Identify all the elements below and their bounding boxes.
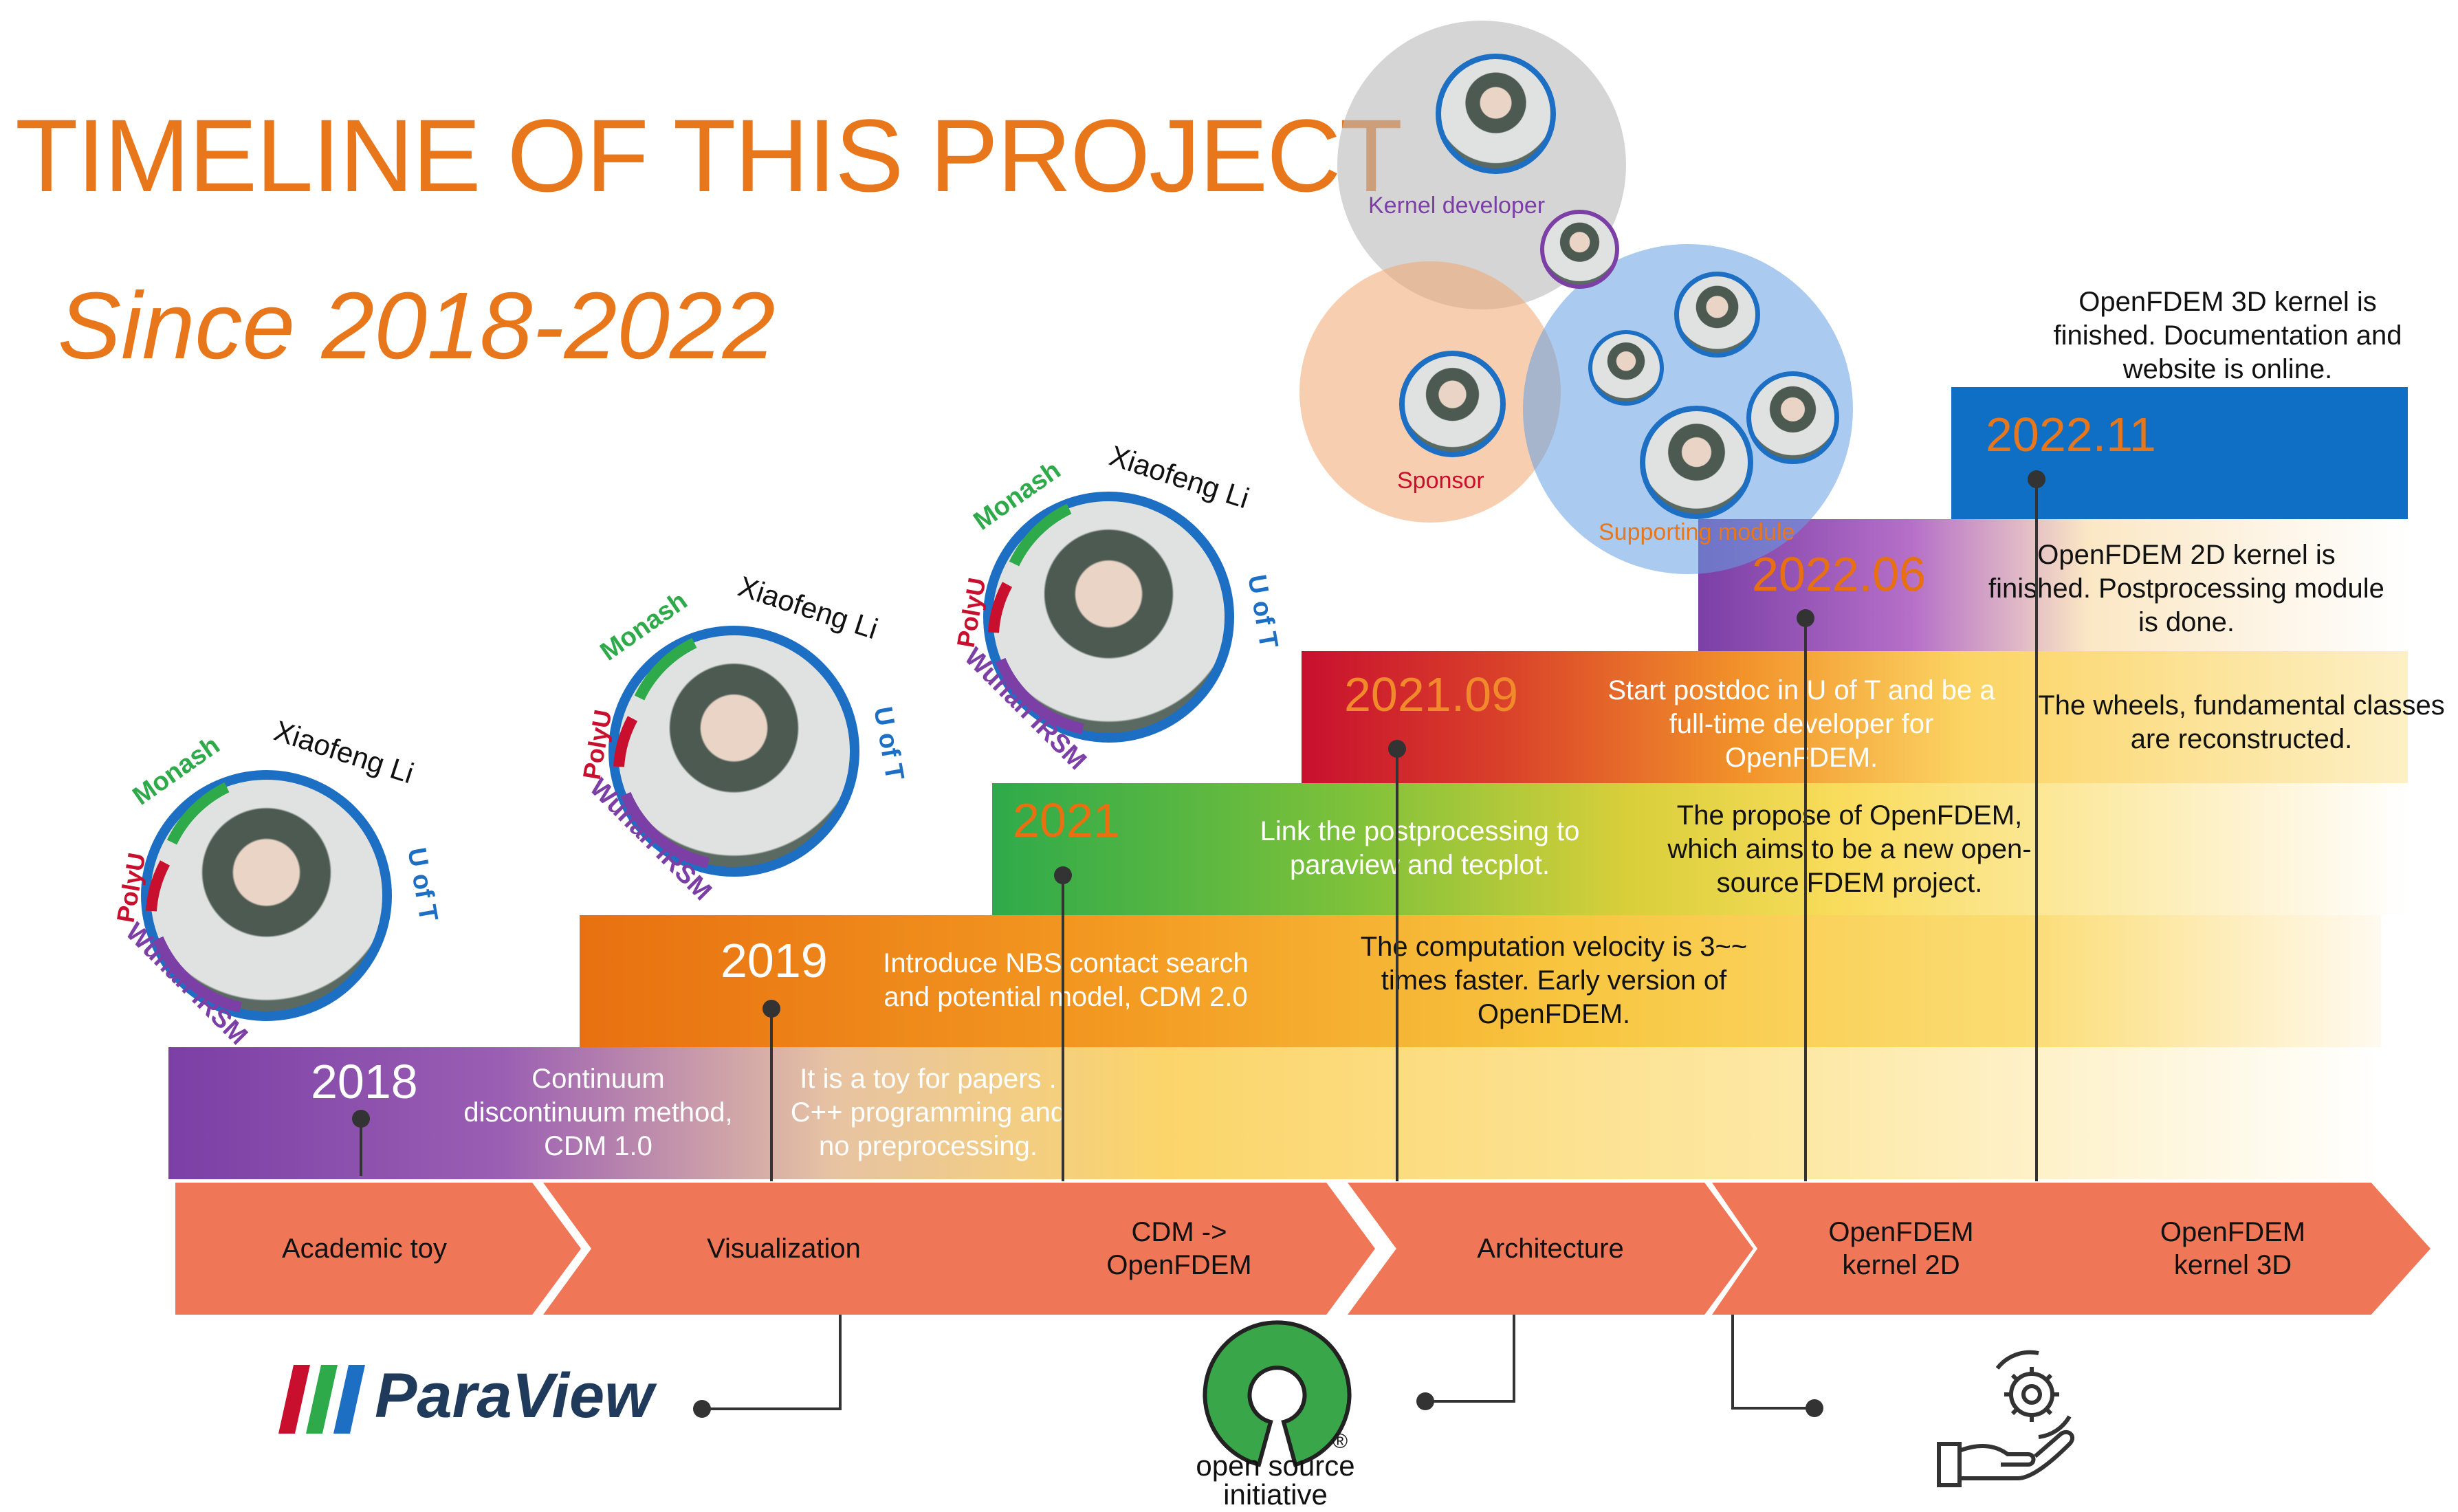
paraview-logo-icon (278, 1365, 368, 1434)
team-avatar-support-3 (1746, 371, 1839, 464)
year-2021-09: 2021.09 (1344, 668, 1519, 721)
stage-kernel-3d: OpenFDEM kernel 3D (2035, 1183, 2430, 1315)
osi-text-line1: open source (1196, 1449, 1355, 1482)
connector-paraview-vertical (839, 1315, 842, 1410)
note-2019-nbs: Introduce NBS contact search and potenti… (883, 948, 1249, 1012)
stage-label: OpenFDEM kernel 2D (1828, 1217, 1974, 1280)
dot-2019 (762, 1000, 780, 1018)
osi-text-line2: initiative (1223, 1478, 1328, 1511)
avatar-2018-affil-ring (131, 760, 402, 1031)
stage-label: Visualization (707, 1234, 861, 1264)
gear-hand-icon (1935, 1341, 2087, 1492)
team-label-kernel-developer: Kernel developer (1368, 193, 1546, 219)
note-2021-09-wheels: The wheels, fundamental classes are reco… (2038, 690, 2445, 754)
connector-kernel-horizontal (1731, 1407, 1814, 1410)
band-2022-06 (1698, 519, 2408, 651)
note-2018-cdm: Continuum discontinuum method, CDM 1.0 (463, 1064, 733, 1161)
dot-2021-09 (1388, 740, 1406, 758)
stage-academic-toy: Academic toy (175, 1183, 581, 1315)
band-2018 (168, 1047, 2381, 1179)
note-2022-11: OpenFDEM 3D kernel is finished. Document… (2053, 287, 2402, 384)
band-2019 (580, 915, 2381, 1047)
note-2018-toy: It is a toy for papers . C++ programming… (790, 1064, 1066, 1161)
open-source-initiative-icon (1200, 1319, 1354, 1473)
stem-2021-09 (1396, 749, 1398, 1181)
band-2022-11 (1951, 387, 2408, 519)
paraview-logo-text: ParaView (375, 1361, 654, 1431)
connector-kernel-dot (1806, 1399, 1823, 1417)
stem-2018 (360, 1119, 362, 1176)
team-avatar-support-2 (1588, 330, 1664, 406)
stem-2019 (770, 1009, 773, 1181)
stem-2021 (1062, 876, 1064, 1181)
dot-2021 (1054, 866, 1072, 884)
stage-visualization: Visualization (543, 1183, 1024, 1315)
avatar-2019-affil-ring (598, 615, 870, 887)
avatar-2021-uoft: U of T (1242, 572, 1284, 651)
band-2021 (992, 783, 2408, 915)
stem-2022-11 (2035, 480, 2038, 1181)
note-2022-06: OpenFDEM 2D kernel is finished. Postproc… (1988, 540, 2384, 637)
team-label-supporting-module: Supporting module (1599, 519, 1795, 545)
year-2022-11: 2022.11 (1986, 408, 2156, 461)
note-2021-paraview: Link the postprocessing to paraview and … (1260, 816, 1580, 880)
note-2019-velocity: The computation velocity is 3~~ times fa… (1360, 932, 1748, 1029)
stage-label: Academic toy (281, 1234, 448, 1264)
year-2019: 2019 (721, 934, 828, 987)
stage-architecture: Architecture (1348, 1183, 1753, 1315)
connector-kernel-vertical (1731, 1315, 1734, 1410)
connector-paraview-horizontal (705, 1407, 842, 1410)
page-title: TIMELINE OF THIS PROJECT (15, 98, 1403, 213)
note-2021-propose: The propose of OpenFDEM, which aims to b… (1667, 800, 2032, 898)
year-2018: 2018 (311, 1055, 418, 1108)
team-avatar-kernel-lead (1436, 54, 1556, 174)
band-2021-09 (1302, 651, 2408, 783)
note-2021-09-postdoc: Start postdoc in U of T and be a full-ti… (1607, 675, 1995, 773)
stage-label: CDM -> OpenFDEM (1106, 1217, 1252, 1280)
stage-label: OpenFDEM kernel 3D (2160, 1217, 2306, 1280)
team-avatar-kernel-2 (1540, 210, 1619, 289)
stage-kernel-2d: OpenFDEM kernel 2D (1712, 1183, 2090, 1315)
avatar-2021-affil-ring (973, 481, 1244, 753)
team-avatar-sponsor (1399, 351, 1506, 457)
connector-paraview-dot (693, 1400, 711, 1418)
avatar-2018-uoft: U of T (402, 845, 443, 924)
stage-label: Architecture (1477, 1234, 1624, 1264)
avatar-2019-uoft: U of T (868, 704, 910, 783)
team-label-sponsor: Sponsor (1397, 468, 1484, 494)
team-avatar-support-1 (1674, 272, 1760, 358)
page-subtitle: Since 2018-2022 (58, 273, 776, 379)
connector-osi-horizontal (1430, 1400, 1515, 1403)
year-2021: 2021 (1013, 793, 1120, 847)
year-2022-06: 2022.06 (1752, 547, 1927, 601)
connector-osi-vertical (1513, 1315, 1515, 1403)
dot-2022-06 (1797, 609, 1814, 627)
stage-cdm-openfdem: CDM -> OpenFDEM (969, 1183, 1375, 1315)
dot-2022-11 (2028, 470, 2045, 488)
connector-osi-dot (1416, 1392, 1434, 1410)
team-avatar-support-4 (1640, 406, 1753, 519)
stem-2022-06 (1804, 619, 1807, 1181)
osi-registered-mark: ® (1332, 1430, 1348, 1453)
dot-2018 (352, 1110, 370, 1128)
